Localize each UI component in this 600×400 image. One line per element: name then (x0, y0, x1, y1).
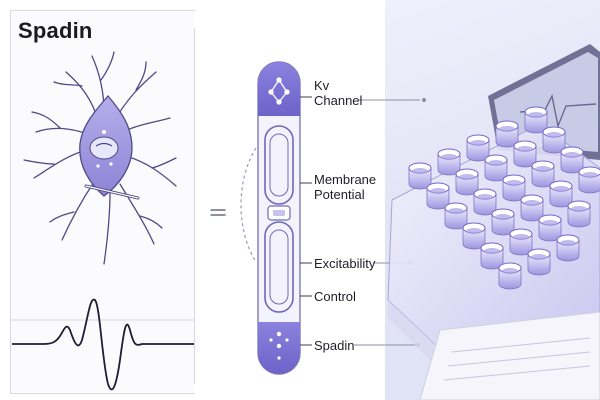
plate-well (520, 194, 544, 222)
well-plate (408, 106, 600, 290)
label-kv: Kv (314, 78, 330, 93)
plate-well (495, 120, 519, 148)
plate-well (531, 160, 555, 188)
plate-well (466, 134, 490, 162)
page-title: Spadin (18, 18, 93, 43)
plate-well (480, 242, 504, 270)
plate-well (556, 234, 580, 262)
plate-well (567, 200, 591, 228)
plate-well (524, 106, 548, 134)
lab-scene (387, 44, 600, 400)
label-channel: Channel (314, 93, 363, 108)
label-membrane: Membrane (314, 172, 377, 187)
plate-well (437, 148, 461, 176)
plate-well (578, 166, 600, 194)
plate-well (513, 140, 537, 168)
plate-well (560, 146, 584, 174)
label-potential: Potential (314, 187, 365, 202)
plate-well (444, 202, 468, 230)
neuron-illustration (23, 51, 177, 265)
label-excitability: Excitability (314, 256, 376, 271)
plate-well (491, 208, 515, 236)
left-panel (10, 10, 195, 394)
plate-well (455, 168, 479, 196)
ion-channel-capsule (240, 61, 426, 375)
plate-well (498, 262, 522, 290)
plate-well (538, 214, 562, 242)
plate-well (426, 182, 450, 210)
plate-well (473, 188, 497, 216)
label-spadin: Spadin (314, 338, 355, 353)
plate-well (509, 228, 533, 256)
equals-sign: = (208, 198, 229, 226)
plate-well (462, 222, 486, 250)
plate-well (408, 162, 432, 190)
plate-well (527, 248, 551, 276)
plate-well (484, 154, 508, 182)
plate-well (549, 180, 573, 208)
plate-well (502, 174, 526, 202)
plate-well (542, 126, 566, 154)
panel-divider (194, 28, 195, 384)
label-control: Control (314, 289, 356, 304)
action-potential-waveform (10, 298, 194, 391)
